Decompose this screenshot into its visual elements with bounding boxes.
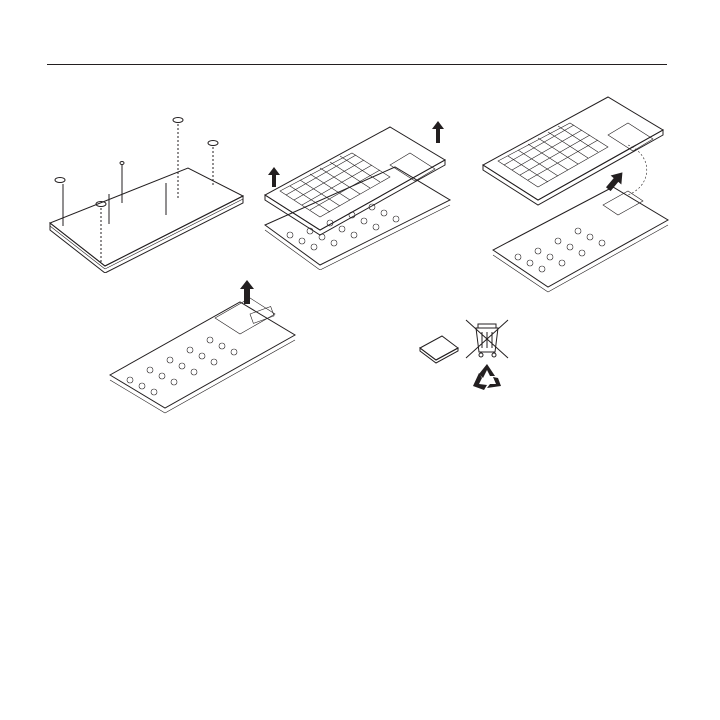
screw-set <box>55 118 218 265</box>
keyboard-base <box>265 167 450 270</box>
recycle-icon <box>473 364 501 390</box>
up-arrow-icon <box>240 280 254 304</box>
battery-icon <box>420 336 458 363</box>
step-4-battery-lift-illustration <box>105 280 305 415</box>
disposal-icons <box>418 318 513 398</box>
keyboard-base <box>493 187 668 292</box>
keyboard-base <box>110 298 295 413</box>
step-2-lift-top-illustration <box>260 95 460 270</box>
header-rule <box>47 64 667 65</box>
crossed-bin-icon <box>466 320 508 358</box>
up-arrow-icon <box>268 167 280 187</box>
up-arrow-icon <box>432 121 444 143</box>
step-1-screws-illustration <box>45 108 250 273</box>
keyboard-base-plate <box>50 168 243 273</box>
step-3-battery-access-illustration <box>478 95 678 295</box>
keyboard-top-cover <box>483 97 663 205</box>
